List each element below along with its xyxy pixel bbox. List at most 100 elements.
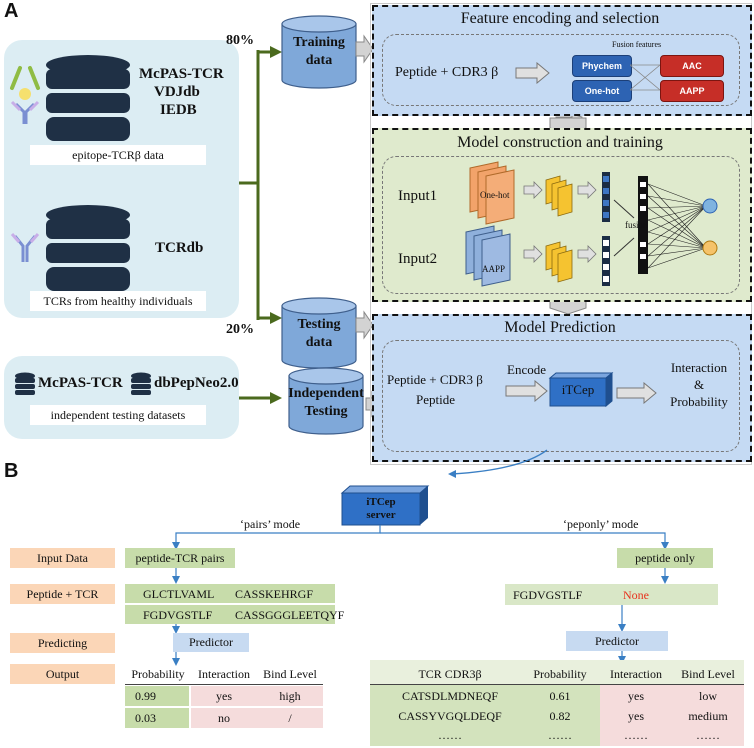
training-line2: data — [305, 53, 333, 68]
result-probability: Probability — [670, 394, 728, 409]
peponly-input: peptide only — [617, 548, 713, 568]
encode-arrow-icon — [505, 380, 548, 402]
pairs-r1-bindlevel: high — [279, 688, 301, 703]
onehot-tag: One-hot — [480, 190, 510, 200]
model-title: Model construction and training — [457, 134, 663, 151]
indep-db-mcpas: McPAS-TCR — [38, 375, 123, 391]
row-input-data: Input Data — [10, 548, 115, 568]
db-vdjdb: VDJdb — [154, 84, 200, 100]
test-percent: 20% — [226, 322, 254, 337]
prediction-title: Model Prediction — [504, 319, 616, 336]
independent-line1: Independent — [288, 386, 364, 401]
training-data-cylinder — [281, 15, 357, 89]
antibody-icon — [10, 233, 40, 262]
database-icon — [131, 372, 151, 395]
pred-input-line1: Peptide + CDR3 β — [387, 372, 483, 387]
independent-line2: Testing — [304, 404, 348, 419]
pairs-r1-bg — [191, 686, 323, 706]
testing-line1: Testing — [297, 317, 341, 332]
pairs-r2-probability: 0.03 — [125, 708, 189, 728]
peponly-mode-label: ‘peponly’ mode — [563, 517, 639, 531]
server-line2: server — [366, 509, 396, 521]
independent-label: independent testing datasets — [30, 405, 206, 425]
peponly-tcr-none: None — [623, 588, 649, 602]
encode-label: Encode — [507, 362, 546, 377]
panel-label-a: A — [4, 0, 19, 22]
itcep-block — [548, 372, 614, 408]
server-line1: iTCep — [366, 496, 396, 508]
pred-input-line2: Peptide — [416, 392, 455, 407]
train-percent: 80% — [226, 33, 254, 48]
feature-inner-box — [382, 34, 740, 106]
epitope-tcr-label: epitope-TCRβ data — [30, 145, 206, 165]
aapp-tag: AAPP — [482, 264, 506, 274]
pairs-mode-label: ‘pairs’ mode — [240, 517, 301, 531]
itcep-label: iTCep — [561, 382, 595, 397]
peponly-r2-interaction: yes — [628, 708, 644, 723]
database-icon — [46, 55, 130, 141]
peponly-header-probability: Probability — [533, 666, 587, 681]
pair-2-tcr: CASSGGGLEETQYF — [235, 608, 345, 622]
onehot-feature: One-hot — [572, 80, 632, 102]
antibody-epitope-icon — [10, 66, 40, 124]
row-output: Output — [10, 664, 115, 684]
pairs-header-probability: Probability — [131, 666, 185, 681]
result-interaction: Interaction — [670, 360, 728, 375]
pair-1-tcr: CASSKEHRGF — [235, 587, 314, 601]
peponly-r2-tcr: CASSYVGQLDEQF — [398, 708, 502, 723]
pairs-r1-interaction: yes — [216, 688, 232, 703]
peponly-r1-bindlevel: low — [699, 688, 717, 703]
peponly-pair-row: FGDVGSTLF None — [505, 584, 718, 605]
pairs-r2-interaction: no — [218, 710, 230, 725]
pairs-r2-bindlevel: / — [288, 710, 292, 725]
indep-db-dbpepneo: dbPepNeo2.0 — [154, 375, 239, 391]
prediction-inner-box — [382, 340, 740, 452]
pairs-input: peptide-TCR pairs — [125, 548, 235, 568]
pairs-r2-bg — [191, 708, 323, 728]
feature-input-label: Peptide + CDR3 β — [395, 65, 499, 80]
db-mcpas: McPAS-TCR — [139, 66, 224, 82]
peponly-header-bindlevel: Bind Level — [681, 666, 735, 681]
feature-title: Feature encoding and selection — [460, 10, 660, 27]
peponly-r1-tcr: CATSDLMDNEQF — [401, 688, 498, 703]
pair-2-peptide: FGDVGSTLF — [143, 608, 213, 622]
model-inner-box — [382, 156, 740, 294]
peponly-r2-bindlevel: medium — [688, 708, 728, 723]
pairs-header-bindlevel: Bind Level — [263, 666, 317, 681]
peponly-predictor: Predictor — [566, 631, 668, 651]
row-predicting: Predicting — [10, 633, 115, 653]
split-connector — [239, 46, 282, 404]
aapp-feature: AAPP — [660, 80, 724, 102]
peponly-pink-bg — [600, 684, 744, 746]
db-tcrdb: TCRdb — [155, 240, 204, 256]
peponly-r1-interaction: yes — [628, 688, 644, 703]
output-arrow-icon — [616, 382, 657, 404]
peponly-green-bg — [370, 684, 600, 746]
peponly-peptide: FGDVGSTLF — [513, 588, 583, 602]
peponly-r3-probability: …… — [548, 727, 572, 742]
peponly-r1-probability: 0.61 — [549, 688, 571, 703]
phychem-feature: Phychem — [572, 55, 632, 77]
row-peptide-tcr: Peptide + TCR — [10, 584, 115, 604]
peponly-r2-probability: 0.82 — [549, 708, 571, 723]
pair-row-2: FGDVGSTLF CASSGGGLEETQYF — [125, 605, 344, 624]
independent-datasets-box — [4, 356, 239, 439]
peponly-r3-bindlevel: …… — [696, 727, 720, 742]
input1-label: Input1 — [398, 188, 438, 204]
testing-line2: data — [305, 335, 333, 350]
database-icon — [46, 205, 130, 291]
panel-label-b: B — [4, 460, 19, 482]
peponly-r3-interaction: …… — [624, 727, 648, 742]
db-iedb: IEDB — [160, 102, 197, 118]
result-ampersand: & — [693, 377, 705, 392]
pairs-predictor: Predictor — [173, 633, 249, 652]
itcep-server-block — [340, 485, 430, 526]
arrow-right-icon — [515, 62, 550, 84]
fusion-tag: fusion — [625, 220, 648, 230]
pair-1-peptide: GLCTLVAML — [143, 587, 215, 601]
input2-label: Input2 — [398, 251, 438, 267]
peponly-table-rule — [370, 684, 744, 685]
fusion-features-label: Fusion features — [612, 40, 662, 49]
